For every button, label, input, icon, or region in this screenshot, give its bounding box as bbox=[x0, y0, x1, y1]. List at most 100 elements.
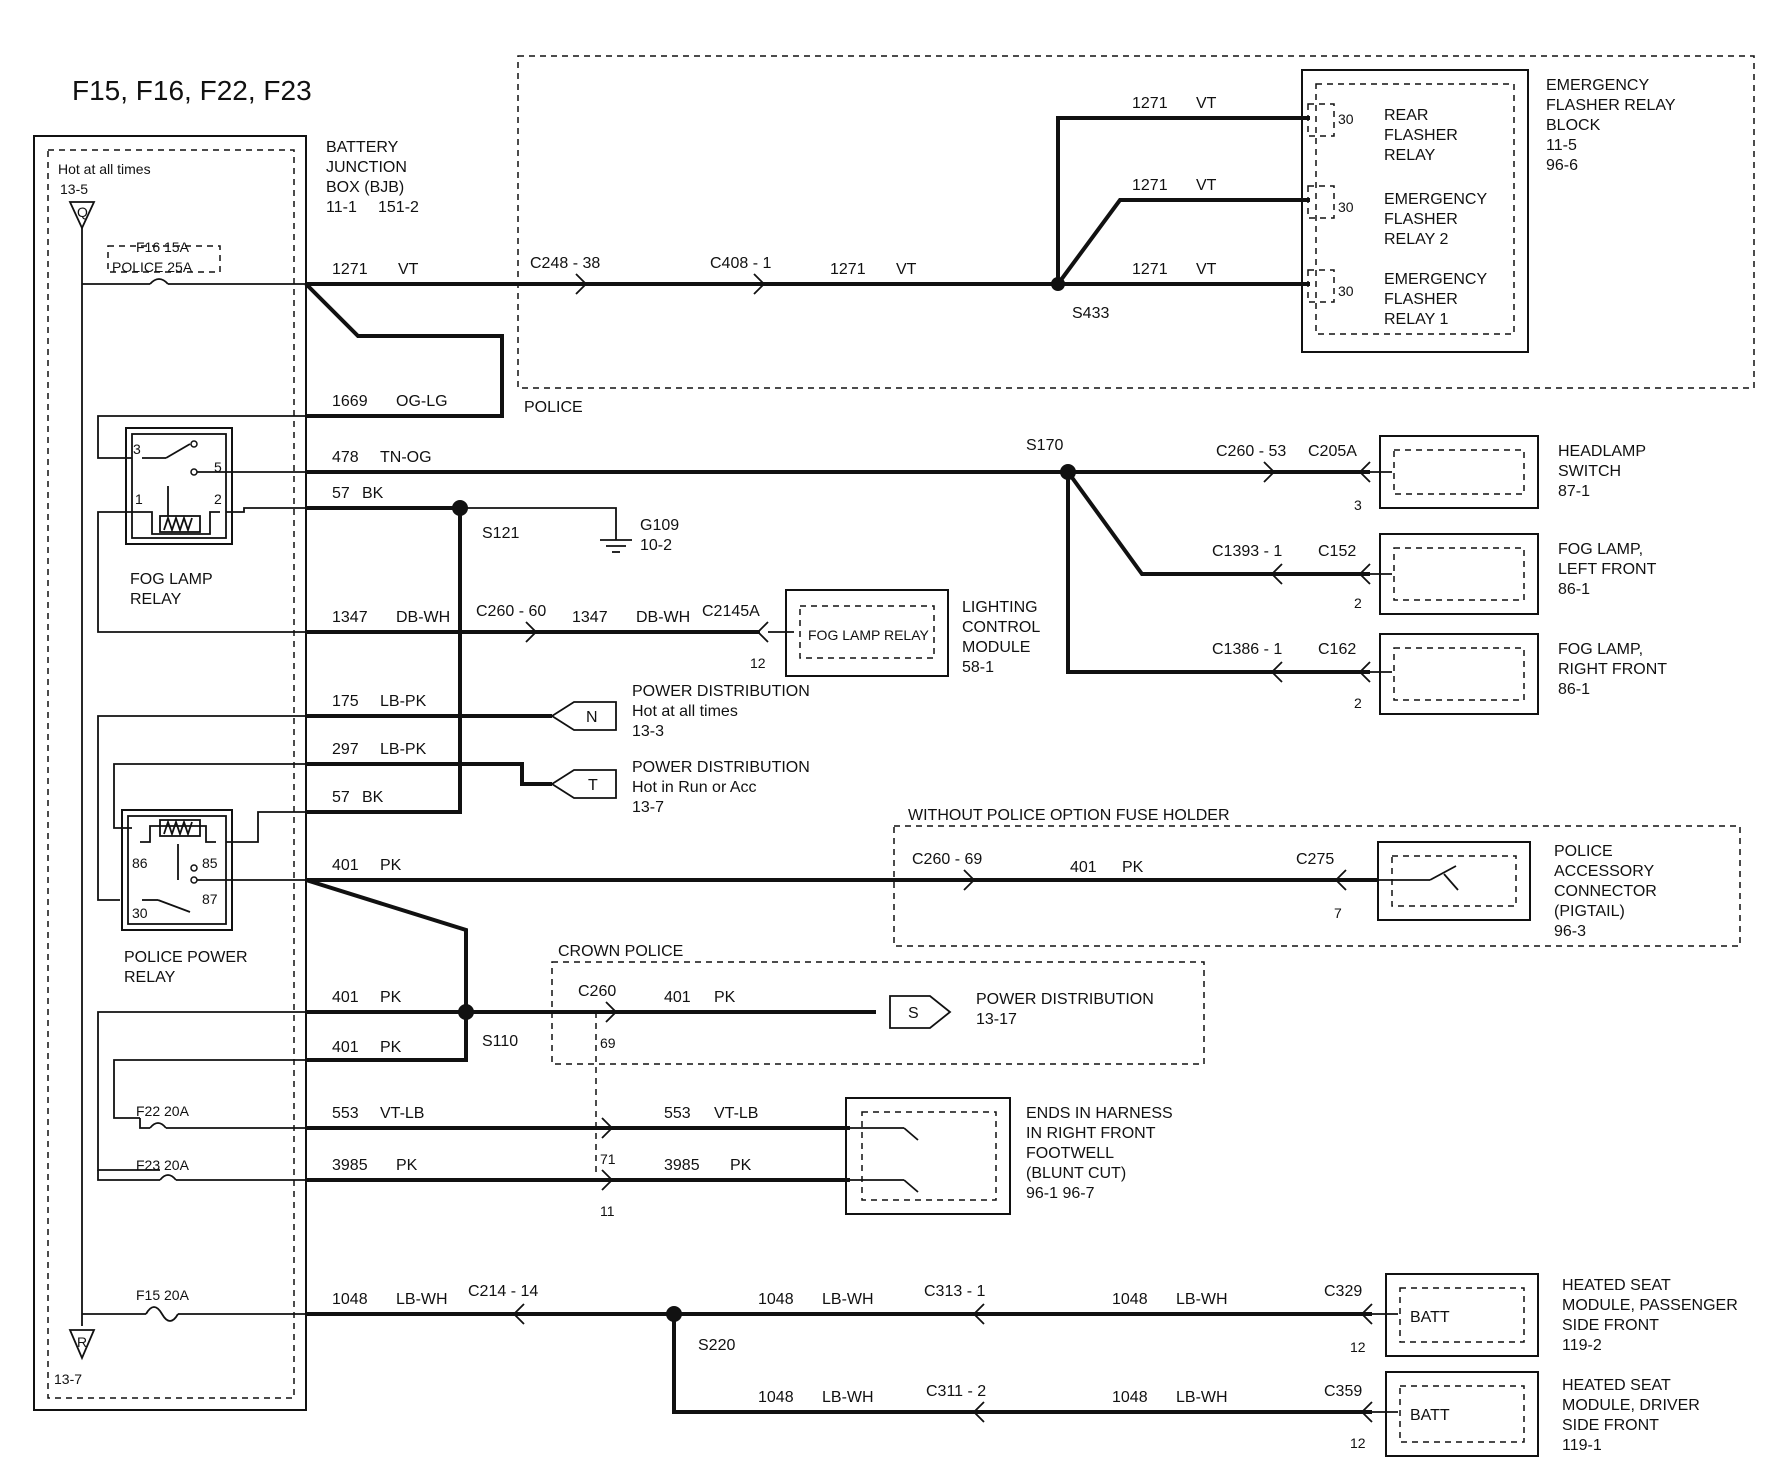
wire-1048: 1048 LB-WH C214 - 14 S220 1048 LB-WH C31… bbox=[306, 1283, 1398, 1451]
wire-175: 175 LB-PK N POWER DISTRIBUTION Hot at al… bbox=[97, 683, 810, 901]
fuse-f23: F23 20A bbox=[97, 1157, 306, 1181]
svg-text:C260 - 53: C260 - 53 bbox=[1216, 443, 1286, 460]
emergency-block-label: EMERGENCY FLASHER RELAY BLOCK 11-5 96-6 bbox=[1546, 77, 1676, 174]
svg-text:DB-WH: DB-WH bbox=[636, 609, 690, 626]
svg-text:CONTROL: CONTROL bbox=[962, 619, 1040, 636]
svg-text:12: 12 bbox=[750, 655, 766, 671]
svg-text:LB-WH: LB-WH bbox=[822, 1291, 874, 1308]
svg-text:MODULE, PASSENGER: MODULE, PASSENGER bbox=[1562, 1297, 1738, 1314]
svg-text:POWER DISTRIBUTION: POWER DISTRIBUTION bbox=[632, 759, 810, 776]
wire-297: 297 LB-PK T POWER DISTRIBUTION Hot in Ru… bbox=[113, 741, 810, 829]
svg-text:1347: 1347 bbox=[572, 609, 608, 626]
svg-text:VT-LB: VT-LB bbox=[380, 1105, 424, 1122]
svg-text:96-3: 96-3 bbox=[1554, 923, 1586, 940]
svg-text:C329: C329 bbox=[1324, 1283, 1362, 1300]
svg-text:C205A: C205A bbox=[1308, 443, 1357, 460]
crown-police-region: CROWN POLICE bbox=[551, 943, 1205, 1176]
svg-text:1048: 1048 bbox=[1112, 1291, 1148, 1308]
svg-text:LEFT FRONT: LEFT FRONT bbox=[1558, 561, 1657, 578]
fuse-f16: F16 15A POLICE 25A bbox=[82, 239, 306, 285]
svg-text:96-6: 96-6 bbox=[1546, 157, 1578, 174]
svg-text:N: N bbox=[586, 709, 598, 726]
svg-text:VT: VT bbox=[1196, 95, 1217, 112]
svg-text:F15 20A: F15 20A bbox=[136, 1287, 190, 1303]
svg-text:C260: C260 bbox=[578, 983, 616, 1000]
svg-text:C260 - 69: C260 - 69 bbox=[912, 851, 982, 868]
wire-3985: 3985 PK 71 11 3985 PK bbox=[306, 1151, 850, 1219]
svg-text:FLASHER: FLASHER bbox=[1384, 127, 1458, 144]
wire-1271: 1271 VT C248 - 38 C408 - 1 1271 VT S433 … bbox=[306, 95, 1310, 322]
fuse-f15: F15 20A bbox=[82, 1287, 306, 1322]
svg-text:FLASHER RELAY: FLASHER RELAY bbox=[1546, 97, 1676, 114]
svg-text:POWER DISTRIBUTION: POWER DISTRIBUTION bbox=[632, 683, 810, 700]
svg-text:1271: 1271 bbox=[830, 261, 866, 278]
svg-text:BK: BK bbox=[362, 789, 384, 806]
svg-text:RELAY: RELAY bbox=[1384, 147, 1436, 164]
svg-text:VT: VT bbox=[1196, 177, 1217, 194]
svg-text:13-7: 13-7 bbox=[632, 799, 664, 816]
power-distribution-s-tag: S bbox=[889, 995, 952, 1029]
svg-text:C152: C152 bbox=[1318, 543, 1356, 560]
svg-text:ENDS IN HARNESS: ENDS IN HARNESS bbox=[1026, 1105, 1173, 1122]
emergency-flasher-relay-2: 30 EMERGENCY FLASHER RELAY 2 bbox=[1307, 185, 1487, 248]
hot-at-all-times-label: Hot at all times bbox=[58, 161, 151, 177]
svg-text:3: 3 bbox=[1354, 497, 1362, 513]
svg-text:BATT: BATT bbox=[1410, 1407, 1450, 1424]
svg-text:C214 - 14: C214 - 14 bbox=[468, 1283, 538, 1300]
svg-text:553: 553 bbox=[664, 1105, 691, 1122]
svg-text:FOG LAMP,: FOG LAMP, bbox=[1558, 641, 1643, 658]
svg-text:C313 - 1: C313 - 1 bbox=[924, 1283, 985, 1300]
svg-text:96-1 96-7: 96-1 96-7 bbox=[1026, 1185, 1095, 1202]
svg-text:POLICE POWER: POLICE POWER bbox=[124, 949, 248, 966]
wire-401-accessory: 401 PK C260 - 69 401 PK C275 7 bbox=[197, 851, 1404, 921]
svg-text:3985: 3985 bbox=[664, 1157, 700, 1174]
svg-text:1: 1 bbox=[135, 491, 143, 507]
svg-text:151-2: 151-2 bbox=[378, 199, 419, 216]
svg-text:RELAY 2: RELAY 2 bbox=[1384, 231, 1448, 248]
svg-text:13-3: 13-3 bbox=[632, 723, 664, 740]
svg-text:1271: 1271 bbox=[1132, 95, 1168, 112]
police-power-relay: 86 85 87 30 POLICE POWER RELAY bbox=[121, 809, 248, 986]
svg-text:401: 401 bbox=[1070, 859, 1097, 876]
svg-text:F23 20A: F23 20A bbox=[136, 1157, 190, 1173]
emergency-flasher-relay-1: 30 EMERGENCY FLASHER RELAY 1 bbox=[1307, 269, 1487, 328]
svg-text:ACCESSORY: ACCESSORY bbox=[1554, 863, 1655, 880]
svg-text:C1393 - 1: C1393 - 1 bbox=[1212, 543, 1282, 560]
police-region: POLICE bbox=[517, 55, 1755, 416]
svg-text:C248 - 38: C248 - 38 bbox=[530, 255, 600, 272]
power-distribution-n-tag: N bbox=[550, 701, 617, 731]
svg-text:OG-LG: OG-LG bbox=[396, 393, 448, 410]
svg-text:EMERGENCY: EMERGENCY bbox=[1546, 77, 1649, 94]
svg-text:POLICE: POLICE bbox=[1554, 843, 1613, 860]
svg-text:1048: 1048 bbox=[332, 1291, 368, 1308]
svg-text:POLICE: POLICE bbox=[524, 399, 583, 416]
svg-text:F16 15A: F16 15A bbox=[136, 239, 190, 255]
svg-text:FOG LAMP RELAY: FOG LAMP RELAY bbox=[808, 627, 930, 643]
svg-text:5: 5 bbox=[214, 459, 222, 475]
svg-text:LB-WH: LB-WH bbox=[1176, 1291, 1228, 1308]
without-police-region: WITHOUT POLICE OPTION FUSE HOLDER bbox=[893, 807, 1741, 947]
svg-text:7: 7 bbox=[1334, 905, 1342, 921]
svg-text:C260 - 60: C260 - 60 bbox=[476, 603, 546, 620]
bjb-bottom-ref: 13-7 bbox=[54, 1371, 82, 1387]
svg-text:LB-PK: LB-PK bbox=[380, 741, 427, 758]
svg-text:2: 2 bbox=[1354, 695, 1362, 711]
svg-text:BOX (BJB): BOX (BJB) bbox=[326, 179, 404, 196]
svg-text:MODULE: MODULE bbox=[962, 639, 1030, 656]
svg-text:175: 175 bbox=[332, 693, 359, 710]
svg-text:EMERGENCY: EMERGENCY bbox=[1384, 191, 1487, 208]
svg-text:119-1: 119-1 bbox=[1562, 1437, 1602, 1454]
svg-text:297: 297 bbox=[332, 741, 359, 758]
svg-text:SIDE FRONT: SIDE FRONT bbox=[1562, 1417, 1659, 1434]
svg-text:57: 57 bbox=[332, 485, 350, 502]
svg-text:BATTERY: BATTERY bbox=[326, 139, 399, 156]
svg-text:Q: Q bbox=[77, 204, 88, 220]
wire-553: 553 VT-LB 553 VT-LB bbox=[306, 1105, 850, 1139]
svg-text:11: 11 bbox=[600, 1203, 615, 1219]
svg-text:2: 2 bbox=[214, 491, 222, 507]
svg-text:C408 - 1: C408 - 1 bbox=[710, 255, 771, 272]
svg-text:10-2: 10-2 bbox=[640, 537, 672, 554]
svg-text:POWER DISTRIBUTION: POWER DISTRIBUTION bbox=[976, 991, 1154, 1008]
ground-g109: G109 bbox=[640, 517, 679, 534]
svg-text:30: 30 bbox=[1338, 199, 1354, 215]
